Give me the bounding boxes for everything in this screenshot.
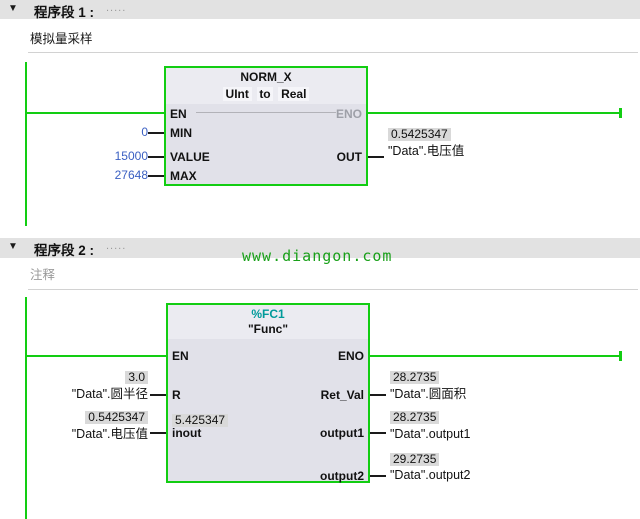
output1-stub xyxy=(370,432,386,434)
pin-output1[interactable]: output1 xyxy=(320,426,364,440)
max-stub xyxy=(148,175,164,177)
pin-value[interactable]: VALUE xyxy=(170,150,210,164)
eno-wire xyxy=(368,112,620,114)
max-constant[interactable]: 27648 xyxy=(114,168,148,182)
block-header: %FC1 "Func" xyxy=(168,305,368,339)
network-1-title: 程序段 1 : xyxy=(34,5,95,20)
inout-operand[interactable]: "Data".电压值 xyxy=(71,427,148,441)
network-1-comment[interactable]: 模拟量采样 xyxy=(30,32,93,46)
en-wire xyxy=(27,112,164,114)
block-header: NORM_X UInt to Real xyxy=(166,68,366,104)
r-stub xyxy=(150,394,166,396)
block-title: NORM_X xyxy=(240,70,292,84)
pin-inout[interactable]: inout xyxy=(172,426,202,440)
separator xyxy=(28,289,638,290)
watermark: www.diangon.com xyxy=(242,247,393,265)
en-wire xyxy=(27,355,166,357)
inout-stub xyxy=(150,432,166,434)
norm-x-block[interactable]: NORM_X UInt to Real EN ENO MIN VALUE MAX… xyxy=(164,66,368,186)
out-monitor-value: 0.5425347 xyxy=(388,128,451,141)
retval-operand[interactable]: "Data".圆面积 xyxy=(390,387,467,401)
output1-operand[interactable]: "Data".output1 xyxy=(390,427,471,441)
cast-type-row: UInt to Real xyxy=(166,85,366,103)
cast-from-select[interactable]: UInt xyxy=(222,87,252,101)
collapse-triangle-icon[interactable]: ▼ xyxy=(8,3,18,14)
cast-word: to xyxy=(257,87,273,101)
pin-out[interactable]: OUT xyxy=(336,150,362,164)
cast-to-select[interactable]: Real xyxy=(278,87,310,101)
value-stub xyxy=(148,156,164,158)
wire-end-tick xyxy=(619,351,622,361)
network-2-header-bar[interactable]: ▼ 程序段 2 : ..... xyxy=(0,238,640,258)
pin-ret-val[interactable]: Ret_Val xyxy=(320,388,364,402)
network-2-title-placeholder[interactable]: ..... xyxy=(106,240,127,252)
pin-min[interactable]: MIN xyxy=(170,126,192,140)
retval-monitor-value: 28.2735 xyxy=(390,371,440,384)
network-1-title-placeholder[interactable]: ..... xyxy=(106,2,127,14)
output2-monitor-value: 29.2735 xyxy=(390,453,440,466)
output2-operand[interactable]: "Data".output2 xyxy=(390,468,471,482)
fc1-block[interactable]: %FC1 "Func" EN ENO R 5.425347 inout Ret_… xyxy=(166,303,370,483)
output2-stub xyxy=(370,475,386,477)
r-monitor-value: 3.0 xyxy=(125,371,148,384)
block-name: "Func" xyxy=(247,322,289,336)
pin-max[interactable]: MAX xyxy=(170,169,197,183)
min-stub xyxy=(148,132,164,134)
en-eno-status-line xyxy=(196,112,336,113)
eno-wire xyxy=(370,355,620,357)
retval-stub xyxy=(370,394,386,396)
separator xyxy=(28,52,638,53)
pin-output2[interactable]: output2 xyxy=(320,469,364,483)
min-constant[interactable]: 0 xyxy=(141,125,148,139)
collapse-triangle-icon[interactable]: ▼ xyxy=(8,241,18,252)
power-rail xyxy=(25,297,27,519)
block-number: %FC1 xyxy=(251,307,285,321)
r-operand[interactable]: "Data".圆半径 xyxy=(71,387,148,401)
value-constant[interactable]: 15000 xyxy=(114,149,148,163)
out-stub xyxy=(368,156,384,158)
pin-r[interactable]: R xyxy=(172,388,181,402)
output1-monitor-value: 28.2735 xyxy=(390,411,440,424)
network-2-title: 程序段 2 : xyxy=(34,243,95,258)
inout-monitor-value: 0.5425347 xyxy=(85,411,148,424)
network-2-comment[interactable]: 注释 xyxy=(30,268,56,282)
pin-en[interactable]: EN xyxy=(170,107,187,121)
wire-end-tick xyxy=(619,108,622,118)
network-1-header-bar[interactable]: ▼ 程序段 1 : ..... xyxy=(0,0,640,20)
pin-en[interactable]: EN xyxy=(172,349,189,363)
pin-eno[interactable]: ENO xyxy=(337,349,364,363)
out-operand[interactable]: "Data".电压值 xyxy=(388,144,465,158)
inout-internal-monitor: 5.425347 xyxy=(172,414,229,427)
pin-eno[interactable]: ENO xyxy=(335,107,362,121)
power-rail xyxy=(25,62,27,226)
